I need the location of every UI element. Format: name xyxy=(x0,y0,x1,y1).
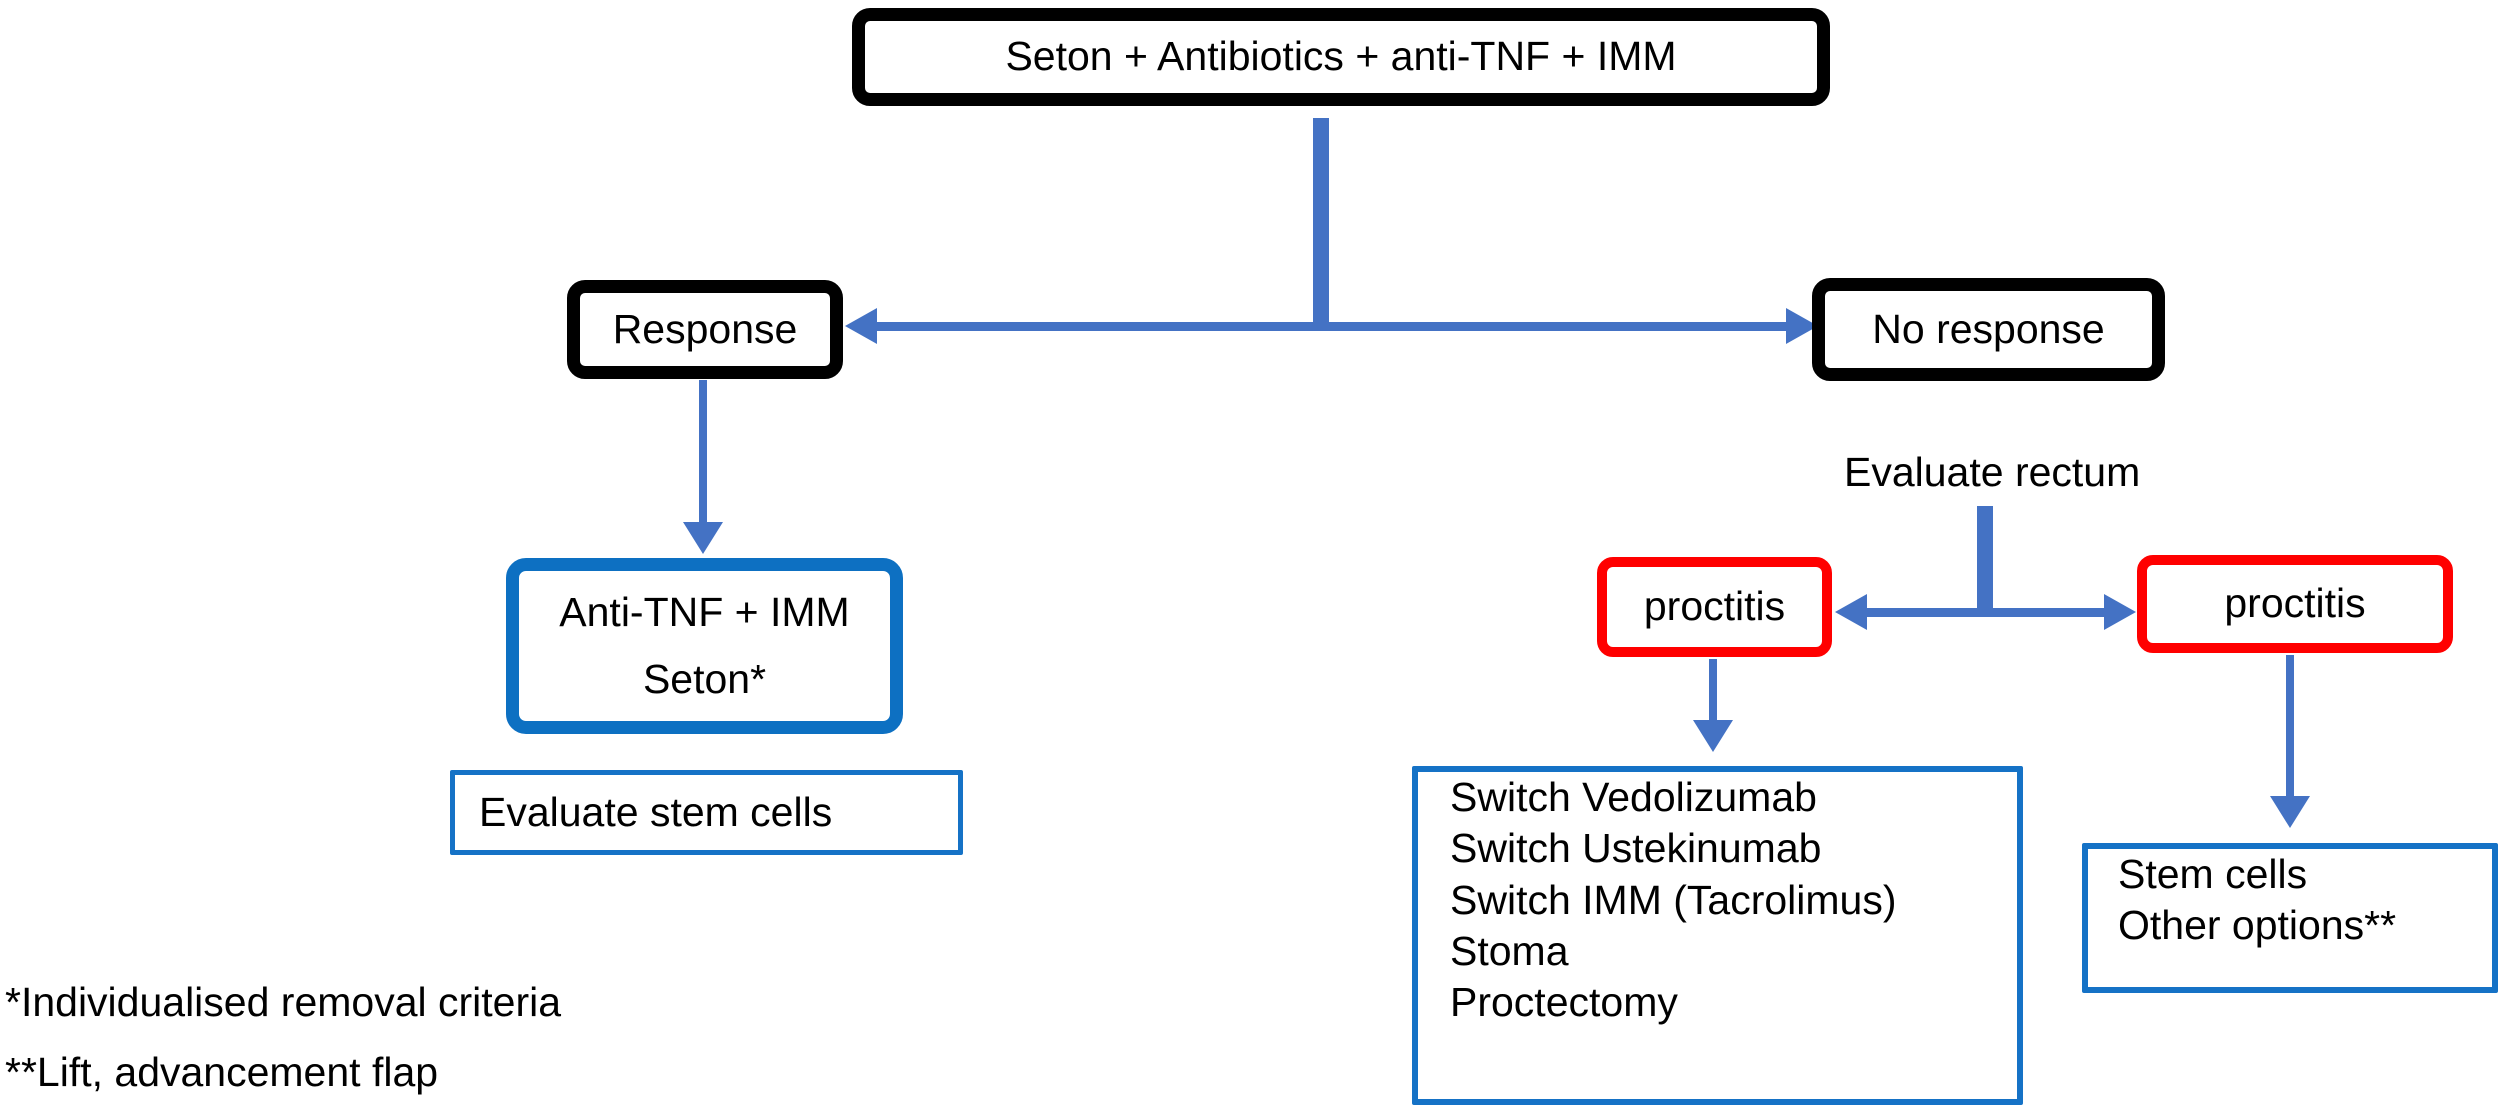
switch-option-item: Switch Ustekinumab xyxy=(1450,825,1822,872)
top-treatment-box: Seton + Antibiotics + anti-TNF + IMM xyxy=(852,8,1830,106)
anti-tnf-imm-box: Anti-TNF + IMM Seton* xyxy=(506,558,903,734)
arrowhead-response-down-icon xyxy=(683,522,723,554)
anti-tnf-imm-line2: Seton* xyxy=(642,655,767,702)
anti-tnf-imm-line1: Anti-TNF + IMM xyxy=(559,588,850,635)
evaluate-rectum-label: Evaluate rectum xyxy=(1844,449,2141,495)
connector-rectum-horizontal-line xyxy=(1867,608,2104,617)
switch-option-item: Stoma xyxy=(1450,927,1569,974)
connector-top-vertical-line xyxy=(1313,118,1329,327)
connector-split-horizontal-line xyxy=(877,322,1786,331)
connector-proctitis-right-down-line xyxy=(2286,655,2294,798)
switch-options-box: Switch Vedolizumab Switch Ustekinumab Sw… xyxy=(1412,766,2023,1105)
connector-response-down-line xyxy=(699,380,707,526)
stem-cells-box: Stem cells Other options** xyxy=(2082,843,2498,993)
arrowhead-to-proctitis-left-icon xyxy=(1835,594,1867,630)
arrowhead-to-response-icon xyxy=(845,308,877,344)
proctitis-left-box: proctitis xyxy=(1597,557,1832,657)
switch-option-item: Switch Vedolizumab xyxy=(1450,774,1817,820)
response-box: Response xyxy=(567,280,843,379)
connector-rectum-vertical-line xyxy=(1977,506,1993,609)
footnote-individualised-removal: *Individualised removal criteria xyxy=(5,979,562,1025)
connector-proctitis-left-down-line xyxy=(1709,659,1717,723)
footnote-lift-advancement-flap: **Lift, advancement flap xyxy=(5,1049,439,1095)
evaluate-stem-cells-box: Evaluate stem cells xyxy=(450,770,963,855)
proctitis-right-box: proctitis xyxy=(2137,555,2453,653)
stem-cells-item: Other options** xyxy=(2118,902,2397,949)
arrowhead-proctitis-right-down-icon xyxy=(2270,796,2310,828)
no-response-label: No response xyxy=(1872,305,2105,352)
switch-option-item: Switch IMM (Tacrolimus) xyxy=(1450,876,1897,923)
no-response-box: No response xyxy=(1812,278,2165,381)
proctitis-right-label: proctitis xyxy=(2224,580,2366,627)
switch-option-item: Proctectomy xyxy=(1450,979,1678,1025)
proctitis-left-label: proctitis xyxy=(1643,583,1786,630)
stem-cells-item: Stem cells xyxy=(2118,851,2308,897)
evaluate-stem-cells-label: Evaluate stem cells xyxy=(479,788,833,835)
arrowhead-proctitis-left-down-icon xyxy=(1693,720,1733,752)
response-label: Response xyxy=(612,305,798,352)
arrowhead-to-proctitis-right-icon xyxy=(2104,594,2136,630)
top-treatment-label: Seton + Antibiotics + anti-TNF + IMM xyxy=(1005,33,1677,80)
